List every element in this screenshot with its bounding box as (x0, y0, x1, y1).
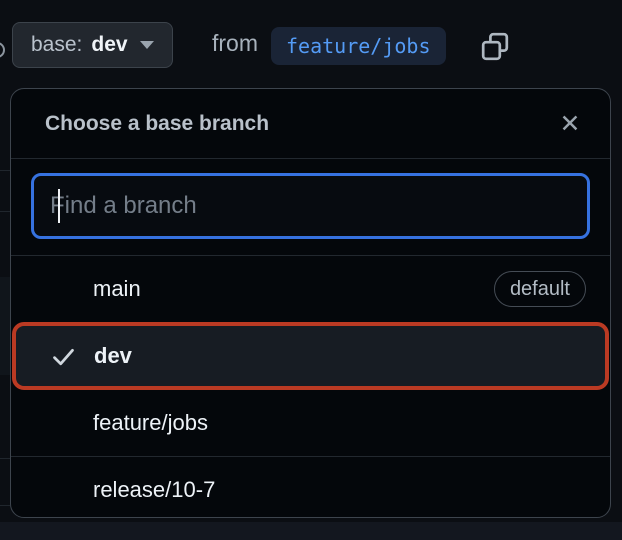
branch-name: feature/jobs (93, 410, 208, 435)
chevron-down-icon (139, 41, 154, 49)
branch-name: dev (94, 343, 132, 368)
base-branch-button[interactable]: base: dev (12, 22, 173, 68)
page-edge-line (0, 458, 10, 459)
dialog-header: Choose a base branch ✕ (11, 89, 610, 159)
dialog-title: Choose a base branch (45, 111, 270, 135)
search-input[interactable] (31, 173, 590, 239)
page-edge-line (0, 505, 10, 506)
from-label: from (212, 30, 258, 56)
branch-search-section (11, 159, 610, 256)
close-icon[interactable]: ✕ (552, 106, 588, 142)
compare-branch-link[interactable]: feature/jobs (271, 27, 446, 65)
branch-row-release-10-7[interactable]: release/10-7 (11, 456, 610, 517)
pr-compare-bar: base: dev from feature/jobs (0, 0, 622, 88)
branch-row-feature-jobs[interactable]: feature/jobs (11, 390, 610, 456)
branch-row-dev[interactable]: dev (12, 322, 609, 390)
choose-base-branch-dialog: Choose a base branch ✕ main default dev … (10, 88, 611, 518)
page-edge-block (0, 277, 10, 375)
page-background-strip (0, 522, 622, 540)
branch-list: main default dev feature/jobs release/10… (11, 256, 610, 517)
check-icon (50, 343, 94, 370)
base-branch-name: dev (91, 33, 128, 56)
text-cursor (58, 189, 60, 223)
branch-name: main (93, 276, 141, 301)
branch-row-main[interactable]: main default (11, 256, 610, 322)
base-label: base: (31, 33, 83, 56)
branch-name: release/10-7 (93, 476, 216, 502)
default-badge: default (493, 271, 586, 307)
avatar (0, 42, 5, 58)
page-edge-line (0, 170, 10, 171)
copy-icon[interactable] (479, 31, 511, 63)
page-edge-line (0, 211, 10, 212)
